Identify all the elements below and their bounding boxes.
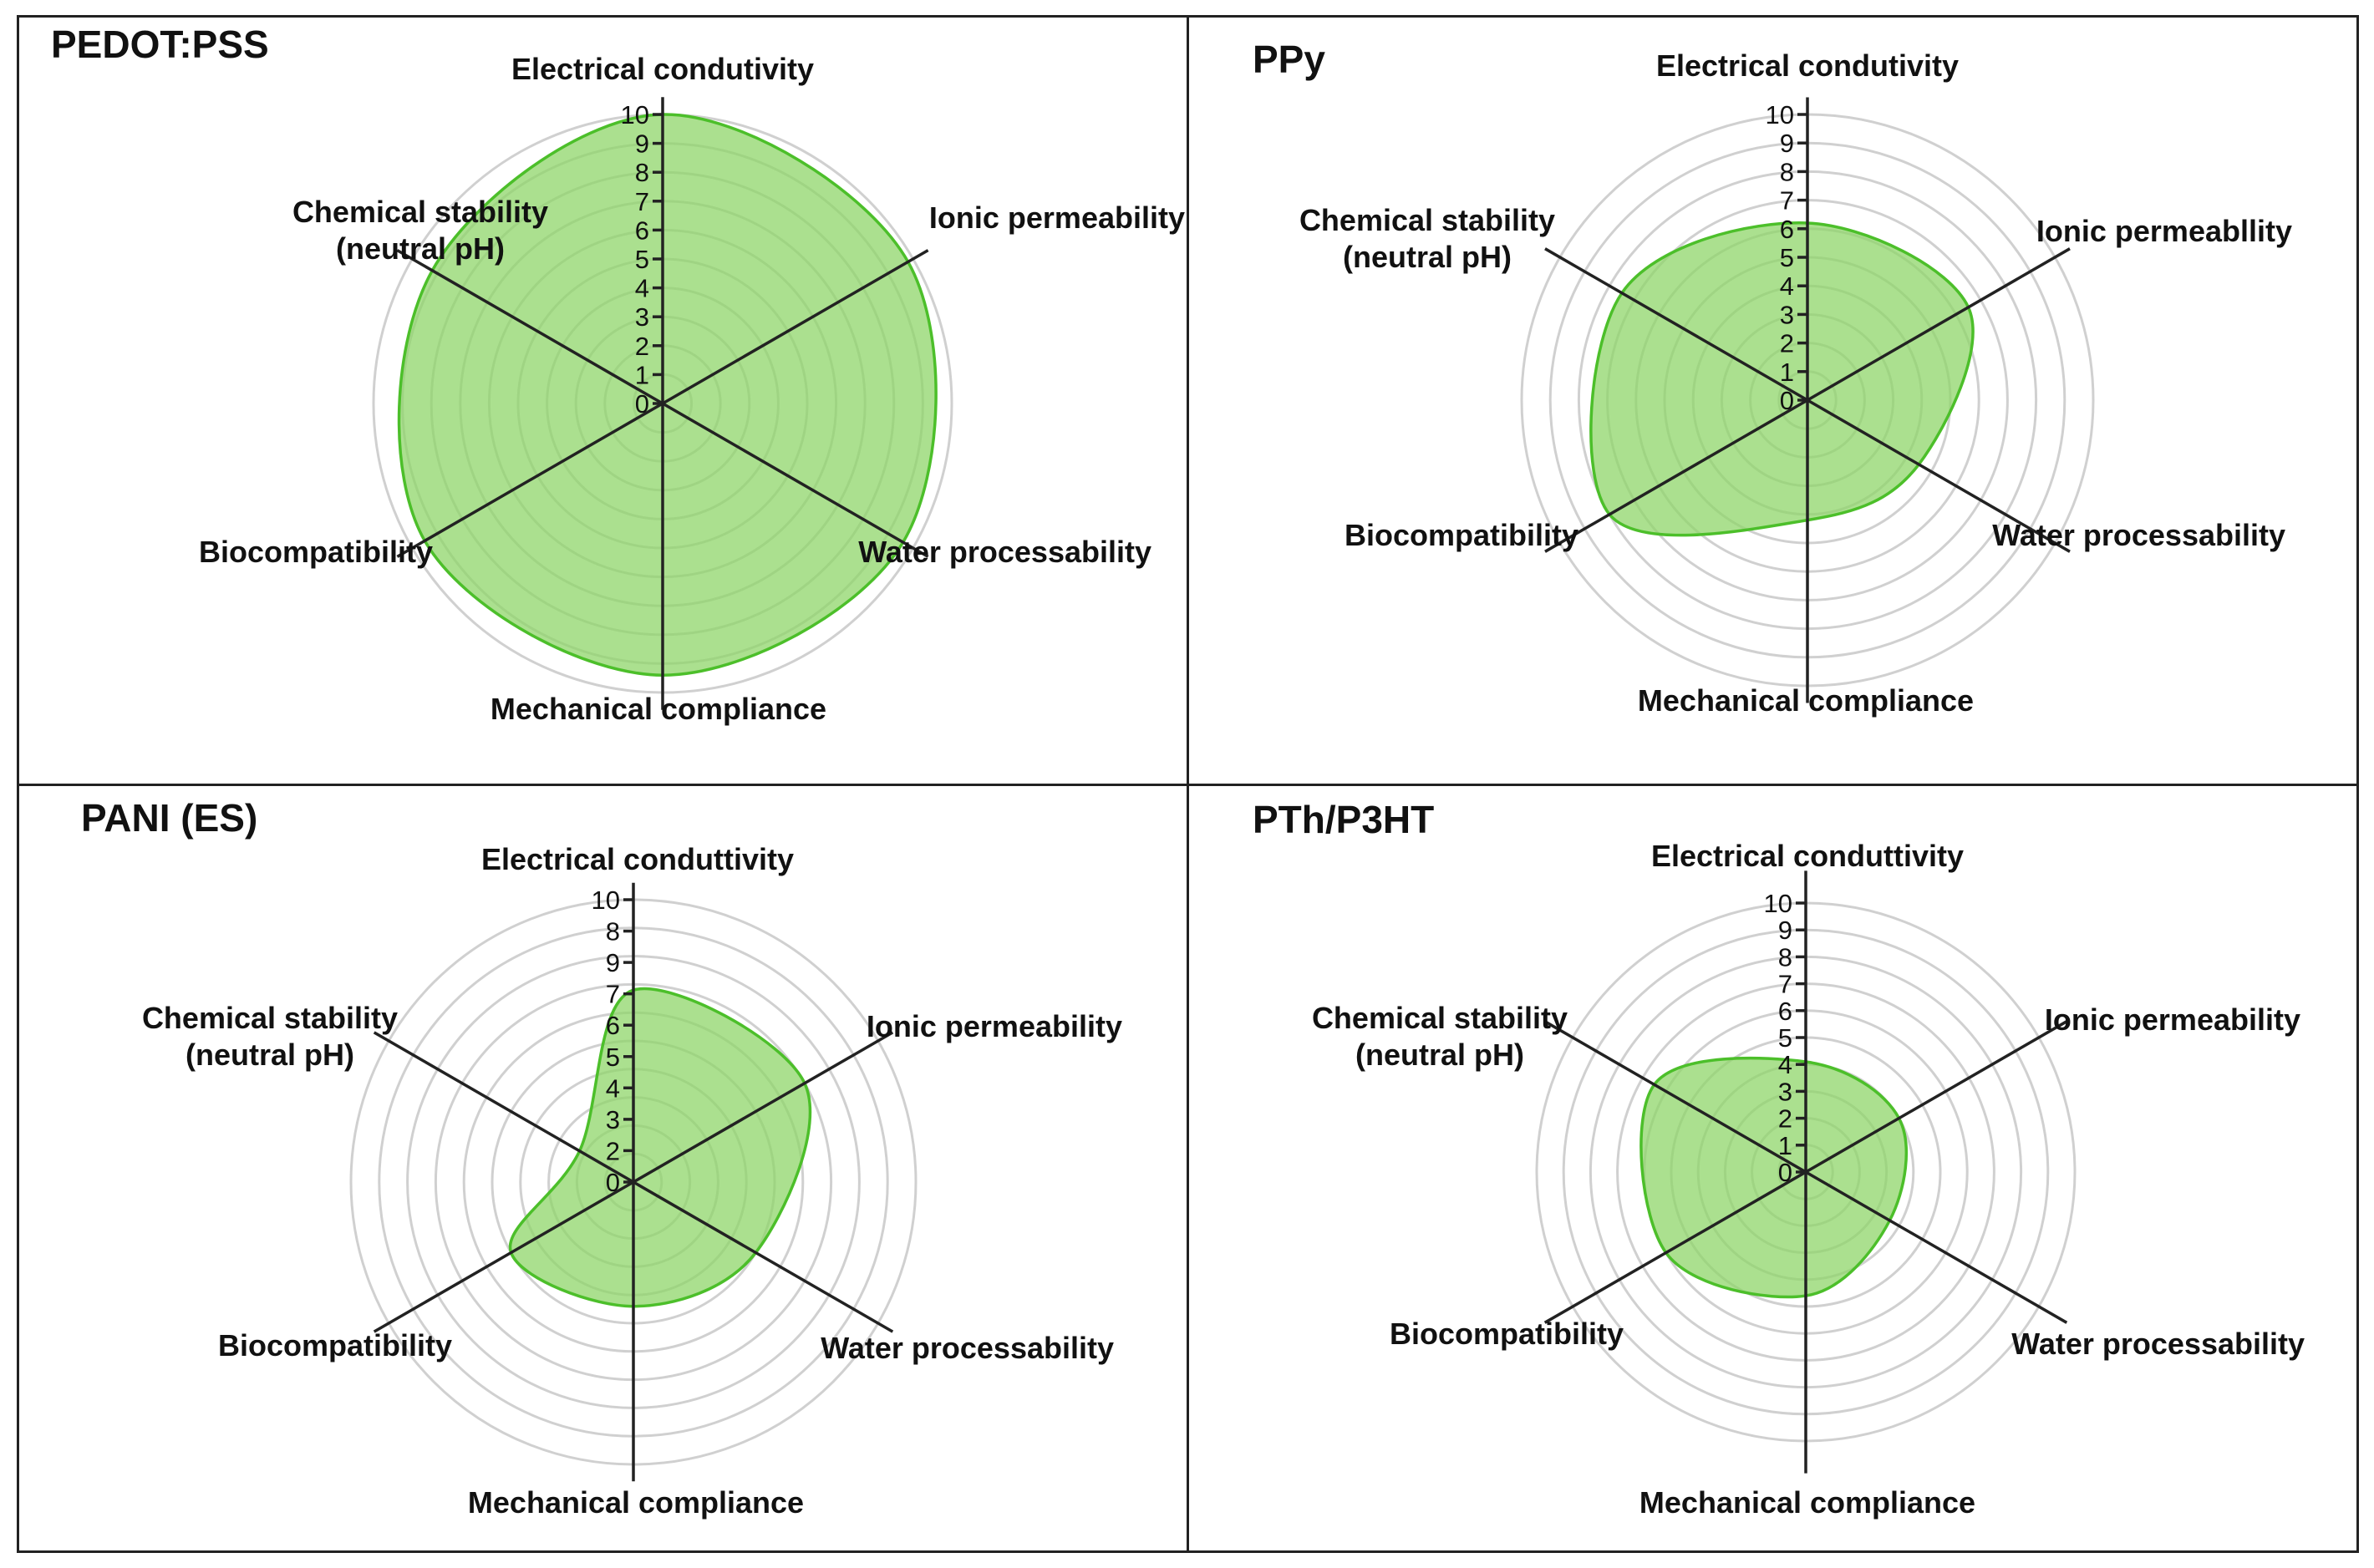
axis-spoke (1807, 247, 2071, 402)
axis-label: Mechanical compliance (491, 692, 826, 726)
panel-title: PTh/P3HT (1253, 798, 1434, 841)
axis-spoke (633, 1031, 894, 1184)
tick-label: 5 (635, 245, 649, 274)
axis-spoke (396, 402, 663, 558)
tick-label: 2 (1780, 329, 1794, 358)
axis-label: Biocompatibility (1390, 1317, 1624, 1351)
data-area (1639, 1056, 1908, 1299)
axis-spoke (1543, 1170, 1807, 1324)
axis-label: Mechanical compliance (468, 1485, 804, 1520)
tick-label: 0 (1778, 1158, 1792, 1187)
axis-label: Water processability (858, 535, 1151, 569)
tick-label: 6 (635, 216, 649, 245)
axis-spoke (1805, 1170, 2068, 1324)
axis-spoke (373, 1180, 634, 1333)
axis-label: Mechanical compliance (1638, 683, 1974, 718)
tick-label: 9 (1780, 129, 1794, 158)
axis-label: Water processability (1992, 518, 2285, 552)
tick-label: 6 (1780, 215, 1794, 244)
tick-label: 5 (1780, 243, 1794, 272)
axis-label: Chemical stability(neutral pH) (1299, 203, 1555, 274)
tick-label: 8 (1780, 157, 1794, 186)
axis-spoke (1807, 398, 2071, 553)
tick-label: 4 (635, 274, 649, 303)
tick-label: 6 (606, 1011, 620, 1040)
axis-label: Biocompatibility (199, 535, 433, 569)
axis-label: Ionic permeability (867, 1009, 1122, 1043)
axis-label: Electrical condutivity (511, 52, 814, 86)
tick-label: 8 (635, 158, 649, 187)
tick-label: 8 (606, 917, 620, 946)
axis-spoke (633, 1180, 894, 1333)
axis-spoke (1544, 247, 1808, 402)
tick-label: 3 (606, 1105, 620, 1134)
tick-label: 0 (1780, 386, 1794, 415)
axis-label: Chemical stability(neutral pH) (292, 195, 548, 266)
axis-label: Water processability (821, 1331, 1114, 1365)
axis-spoke (662, 402, 929, 558)
axis-label: Biocompatibility (1345, 518, 1578, 552)
tick-label: 1 (1778, 1131, 1792, 1160)
tick-label: 0 (606, 1168, 620, 1197)
tick-label: 2 (1778, 1104, 1792, 1134)
axis-spoke (1543, 1020, 1807, 1174)
tick-label: 3 (1778, 1077, 1792, 1106)
tick-label: 5 (1778, 1023, 1792, 1053)
axis-spoke (1544, 398, 1808, 553)
tick-label: 1 (1780, 358, 1794, 387)
tick-label: 4 (606, 1073, 620, 1103)
tick-label: 10 (1766, 100, 1794, 129)
axis-spoke (373, 1031, 634, 1184)
tick-label: 10 (1764, 889, 1792, 918)
panel-title: PANI (ES) (81, 796, 257, 840)
tick-label: 4 (1780, 271, 1794, 301)
tick-label: 1 (635, 360, 649, 389)
axis-label: Mechanical compliance (1639, 1485, 1975, 1520)
tick-label: 10 (592, 885, 620, 915)
tick-label: 0 (635, 389, 649, 419)
tick-label: 9 (1778, 916, 1792, 945)
axis-label: Electrical conduttivity (481, 842, 794, 876)
axis-label: Electrical condutivity (1656, 48, 1959, 83)
tick-label: 6 (1778, 997, 1792, 1026)
axis-spoke (662, 249, 929, 405)
tick-label: 4 (1778, 1050, 1792, 1079)
tick-label: 7 (635, 187, 649, 216)
tick-label: 8 (1778, 942, 1792, 972)
axis-label: Ionic permeabllity (2036, 214, 2292, 248)
axis-spoke (396, 249, 663, 405)
tick-label: 3 (635, 302, 649, 332)
axis-label: Chemical stability(neutral pH) (1312, 1001, 1568, 1072)
tick-label: 9 (635, 129, 649, 159)
tick-label: 3 (1780, 300, 1794, 329)
axis-spoke (1805, 1020, 2068, 1174)
tick-label: 7 (1778, 970, 1792, 999)
axis-label: Chemical stability(neutral pH) (142, 1001, 398, 1072)
panel-title: PPy (1253, 38, 1325, 81)
axis-label: Biocompatibility (218, 1328, 452, 1362)
axis-label: Ionic permeability (2045, 1002, 2300, 1037)
tick-label: 9 (606, 948, 620, 977)
tick-label: 7 (606, 980, 620, 1009)
tick-label: 10 (621, 100, 649, 129)
axis-label: Water processability (2011, 1327, 2305, 1361)
tick-label: 5 (606, 1043, 620, 1072)
panel-title: PEDOT:PSS (51, 23, 269, 66)
axis-label: Ionic permeability (929, 200, 1185, 235)
tick-label: 7 (1780, 186, 1794, 216)
tick-label: 2 (606, 1136, 620, 1165)
axis-label: Electrical conduttivity (1651, 839, 1964, 873)
tick-label: 2 (635, 332, 649, 361)
